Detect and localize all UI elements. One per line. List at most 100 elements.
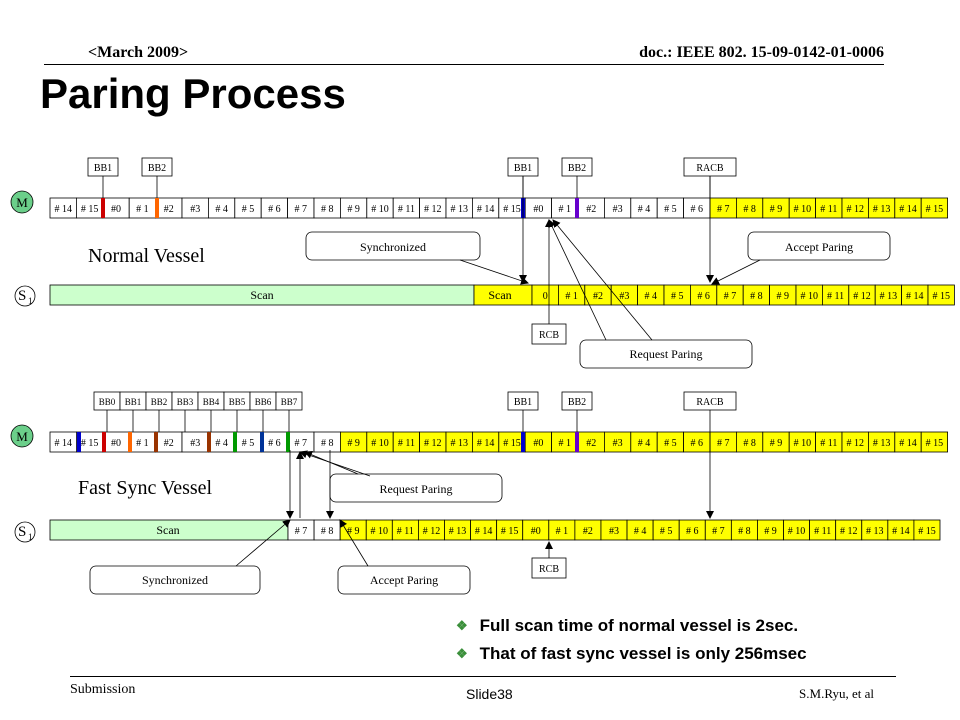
slot-label: # 1 [559,204,572,215]
slot-label: # 8 [738,526,751,537]
slot-label: # 14 [475,526,493,537]
beacon-marker [575,432,579,452]
beacon-label: BB5 [229,397,246,407]
beacon-marker [154,432,158,452]
slot-label: # 4 [215,438,228,449]
slot-label: # 13 [873,438,891,449]
slot-label: # 13 [450,204,468,215]
scan-label: Scan [250,288,273,302]
slot-cell [920,197,949,219]
slot-label: # 14 [477,438,495,449]
slot-label: # 15 [926,438,944,449]
callout-box [89,565,261,595]
scan-label: Scan [488,288,511,302]
footer-authors: S.M.Ryu, et al [799,686,874,701]
callout-synchronized: Synchronized [360,240,426,254]
slot-label: # 7 [724,291,737,302]
slot-label: # 9 [347,438,360,449]
beacon-label: BB2 [568,163,586,174]
slot-label: # 1 [556,526,569,537]
slot-label: # 12 [853,291,871,302]
slot-label: # 15 [932,291,950,302]
slot-label: # 10 [788,526,806,537]
slot-label: # 10 [794,438,812,449]
beacon-label: BB6 [255,397,272,407]
slot-label: # 12 [423,526,441,537]
slot-label: # 10 [800,291,818,302]
beacon-marker [155,198,159,218]
callout-box [579,339,753,369]
slot-label: #2 [164,204,174,215]
callout-box [337,565,471,595]
slot-label: #0 [531,526,541,537]
slot-label: #2 [583,526,593,537]
slot-label: # 11 [397,526,414,537]
slot-label: # 10 [794,204,812,215]
footer-rule [70,676,896,677]
slave-node-icon [14,521,36,543]
slot-label: # 7 [295,204,308,215]
bullet-text: That of fast sync vessel is only 256msec [479,644,807,663]
callout-accept: Accept Paring [785,240,853,254]
slot-label: # 15 [501,526,519,537]
master-label: M [16,195,28,210]
scan-label: Scan [156,523,179,537]
slot-label: # 8 [321,526,334,537]
beacon-label: BB1 [125,397,142,407]
slot-label: # 11 [398,438,415,449]
slot-label: # 12 [424,204,442,215]
slave-node-icon [14,285,36,307]
slot-label: #3 [613,204,623,215]
slot-label: # 5 [664,438,677,449]
slot-label: # 1 [559,438,572,449]
slide-title: Paring Process [40,70,346,117]
master-label: M [16,429,28,444]
beacon-marker [128,432,132,452]
slot-label: # 7 [295,438,308,449]
slot-label: # 5 [660,526,673,537]
slot-label: # 9 [777,291,790,302]
footer-submission: Submission [70,682,136,697]
slot-label: # 1 [565,291,578,302]
beacon-label: BB1 [94,163,112,174]
slot-label: # 13 [449,526,467,537]
beacon-marker [233,432,237,452]
slot-label: # 15 [81,204,99,215]
bullet-diamond-icon: ❖ [456,646,468,661]
beacon-label: BB1 [514,163,532,174]
bullet-diamond-icon: ❖ [456,618,468,633]
beacon-label: BB2 [148,163,166,174]
slot-label: # 6 [686,526,699,537]
slot-label: # 6 [268,438,281,449]
slot-label: # 14 [899,438,917,449]
slot-label: # 9 [770,438,783,449]
slot-label: # 14 [477,204,495,215]
slot-label: # 5 [664,204,677,215]
callout-box [747,231,891,261]
callout-box [305,231,481,261]
slot-label: # 13 [880,291,898,302]
slot-label: # 14 [54,204,72,215]
beacon-label: BB2 [151,397,168,407]
bullet-text: Full scan time of normal vessel is 2sec. [479,616,799,635]
beacon-marker [286,432,290,452]
rcb-label: RCB [539,564,559,575]
beacon-label: BB3 [177,397,194,407]
callout-synchronized: Synchronized [142,573,208,587]
slot-label: # 9 [764,526,777,537]
slot-label: #3 [609,526,619,537]
slot-label: # 14 [906,291,924,302]
beacon-marker [521,432,525,452]
bullet-list: ❖ Full scan time of normal vessel is 2se… [456,616,807,672]
beacon-marker [101,198,105,218]
slot-label: # 5 [671,291,684,302]
section-label: Normal Vessel [88,245,205,267]
beacon-label: RACB [696,163,724,174]
slot-label: # 8 [750,291,763,302]
slot-label: # 8 [743,438,756,449]
slot-label: # 10 [371,204,389,215]
slot-label: # 15 [926,204,944,215]
slot-label: # 5 [242,204,255,215]
slot-label: # 11 [827,291,844,302]
slot-label: # 9 [347,526,360,537]
